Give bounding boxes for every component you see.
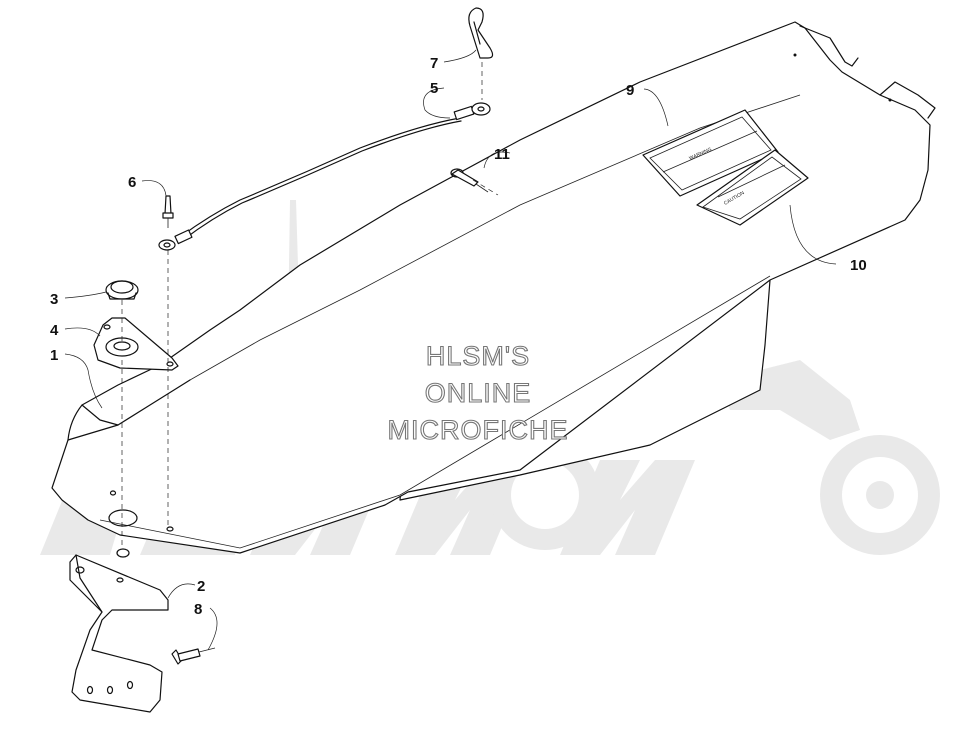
rivet-6 — [162, 195, 174, 228]
bracket-4 — [93, 317, 179, 371]
hairpin-clip — [468, 7, 494, 59]
callout-9: 9 — [626, 82, 634, 99]
alignment-lines — [121, 62, 499, 548]
watermark-line-3: MICROFICHE — [388, 415, 569, 445]
callout-leaders — [64, 49, 837, 651]
callout-1: 1 — [50, 347, 58, 364]
callout-6: 6 — [128, 174, 136, 191]
watermark-line-1: HLSM'S — [426, 341, 530, 371]
watermark-line-2: ONLINE — [425, 378, 532, 408]
warning-decal: WARNING — [642, 109, 779, 197]
callout-4: 4 — [50, 322, 59, 339]
callout-3: 3 — [50, 291, 58, 308]
bolt-11 — [450, 168, 489, 193]
callout-7: 7 — [430, 55, 438, 72]
rivet-8 — [171, 647, 216, 665]
bracket-2 — [69, 554, 169, 713]
callout-10: 10 — [850, 257, 867, 274]
tether-cable — [158, 102, 491, 251]
callout-5: 5 — [430, 80, 438, 97]
caution-decal: CAUTION — [696, 149, 809, 226]
callout-2: 2 — [197, 578, 205, 595]
callout-8: 8 — [194, 601, 202, 618]
skid-plate — [51, 21, 936, 558]
callout-11: 11 — [494, 146, 510, 163]
watermark-text: HLSM'S ONLINE MICROFICHE — [387, 340, 569, 445]
callouts: 7 5 6 11 9 10 3 4 1 2 8 — [50, 55, 867, 618]
grommet-3 — [105, 280, 139, 300]
